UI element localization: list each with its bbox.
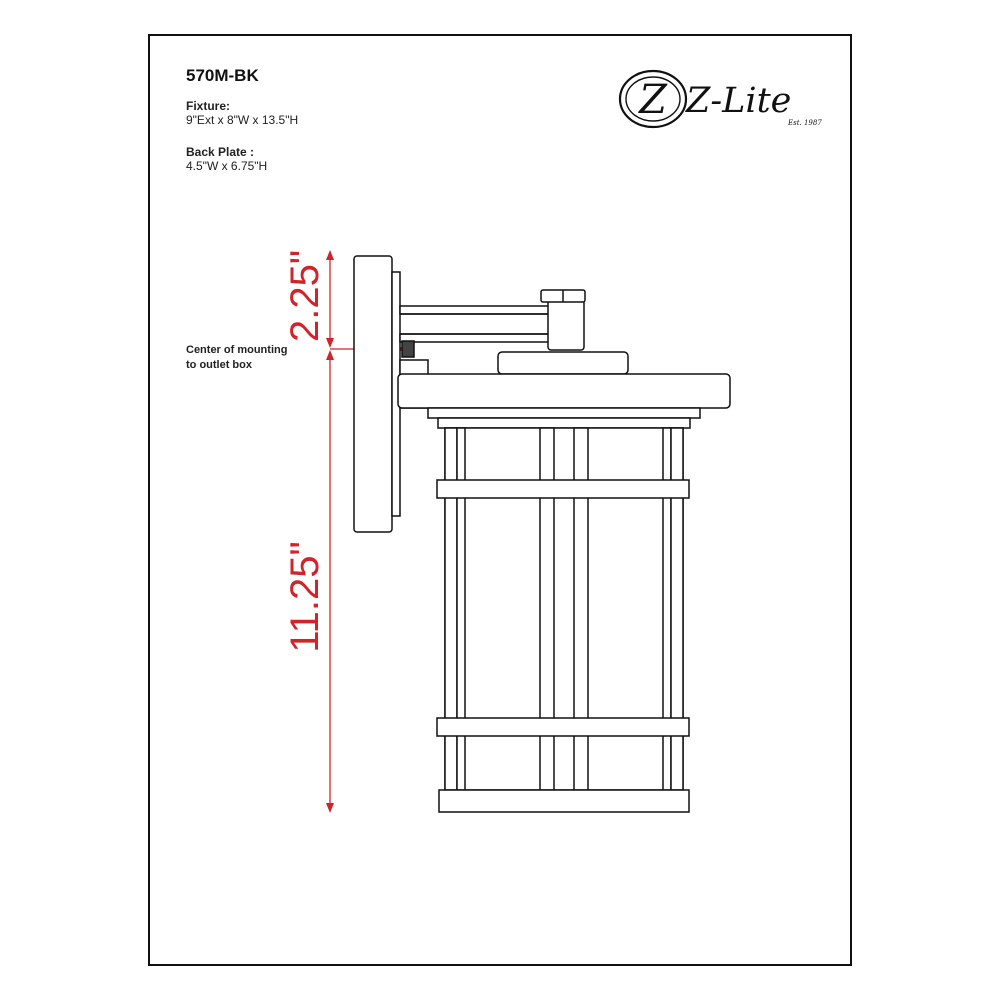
fixture-dimensions: 9"Ext x 8"W x 13.5"H xyxy=(186,113,299,127)
arm-bar-top xyxy=(399,305,551,315)
backplate-label: Back Plate : xyxy=(186,145,255,159)
back-plate xyxy=(353,255,393,533)
bottom-base xyxy=(438,789,690,813)
arrowhead xyxy=(326,250,334,260)
upper-band xyxy=(436,479,690,499)
dimension-label-upper: 2.25" xyxy=(283,250,327,342)
lower-band xyxy=(436,717,690,737)
top-band xyxy=(437,417,691,429)
logo-established: Est. 1987 xyxy=(787,119,822,127)
mounting-note-line-2: to outlet box xyxy=(186,359,252,371)
logo-ring-outer xyxy=(618,69,688,129)
dimension-label-lower: 11.25" xyxy=(283,541,327,652)
top-cap xyxy=(497,351,629,375)
logo-ring-inner xyxy=(625,76,681,122)
brand-logo: Z Z-Lite Est. 1987 xyxy=(618,69,822,129)
model-number: 570M-BK xyxy=(186,66,259,85)
arrowhead xyxy=(326,803,334,813)
arrowhead xyxy=(326,350,334,360)
arm-bar-bottom xyxy=(399,333,551,343)
arm-knuckle xyxy=(547,299,585,351)
arrowhead xyxy=(326,338,334,348)
mounting-screw xyxy=(401,340,415,358)
arm-outline xyxy=(400,313,548,335)
mounting-note-line-1: Center of mounting xyxy=(186,344,288,356)
lantern-fixture xyxy=(353,255,731,813)
spec-sheet-border xyxy=(148,34,852,966)
logo-monogram: Z xyxy=(637,77,668,123)
roof-lip xyxy=(427,407,701,419)
fixture-label: Fixture: xyxy=(186,99,231,113)
backplate-dimensions: 4.5"W x 6.75"H xyxy=(186,159,268,173)
roof xyxy=(397,373,731,409)
logo-wordmark: Z-Lite xyxy=(685,81,791,121)
